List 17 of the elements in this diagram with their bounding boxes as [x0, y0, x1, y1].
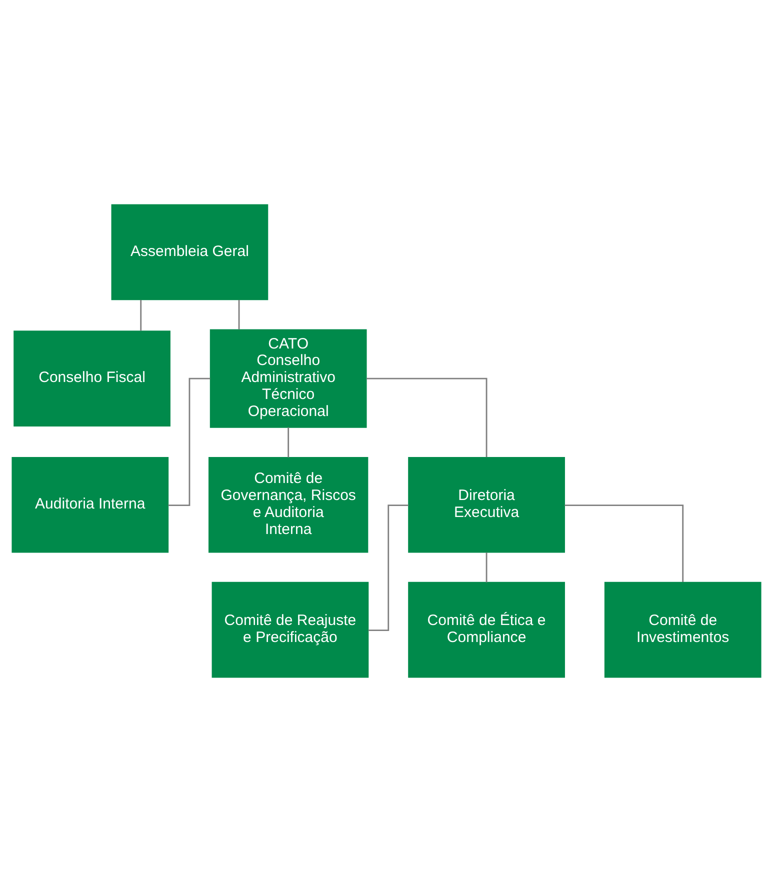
node-box: Comitê de Ética e Compliance — [408, 581, 565, 678]
node-box: Comitê de Governança, Riscos e Auditoria Interna — [208, 456, 368, 552]
node-box: CATO Conselho Administrativo Técnico Operacional — [210, 328, 367, 428]
node-box: Diretoria Executiva — [408, 456, 565, 552]
connector — [238, 299, 240, 329]
connector — [564, 504, 684, 582]
connector — [368, 504, 408, 630]
node-box: Auditoria Interna — [12, 456, 169, 552]
node-box: Conselho Fiscal — [14, 330, 170, 426]
connector — [486, 552, 488, 582]
node-box: Comitê de Investimentos — [604, 581, 762, 678]
connector — [366, 377, 488, 457]
node-box: Comitê de Reajuste e Precificação — [212, 581, 369, 678]
connector — [168, 377, 210, 506]
connector — [288, 426, 290, 457]
node-box: Assembleia Geral — [111, 204, 268, 300]
connector — [140, 299, 142, 330]
